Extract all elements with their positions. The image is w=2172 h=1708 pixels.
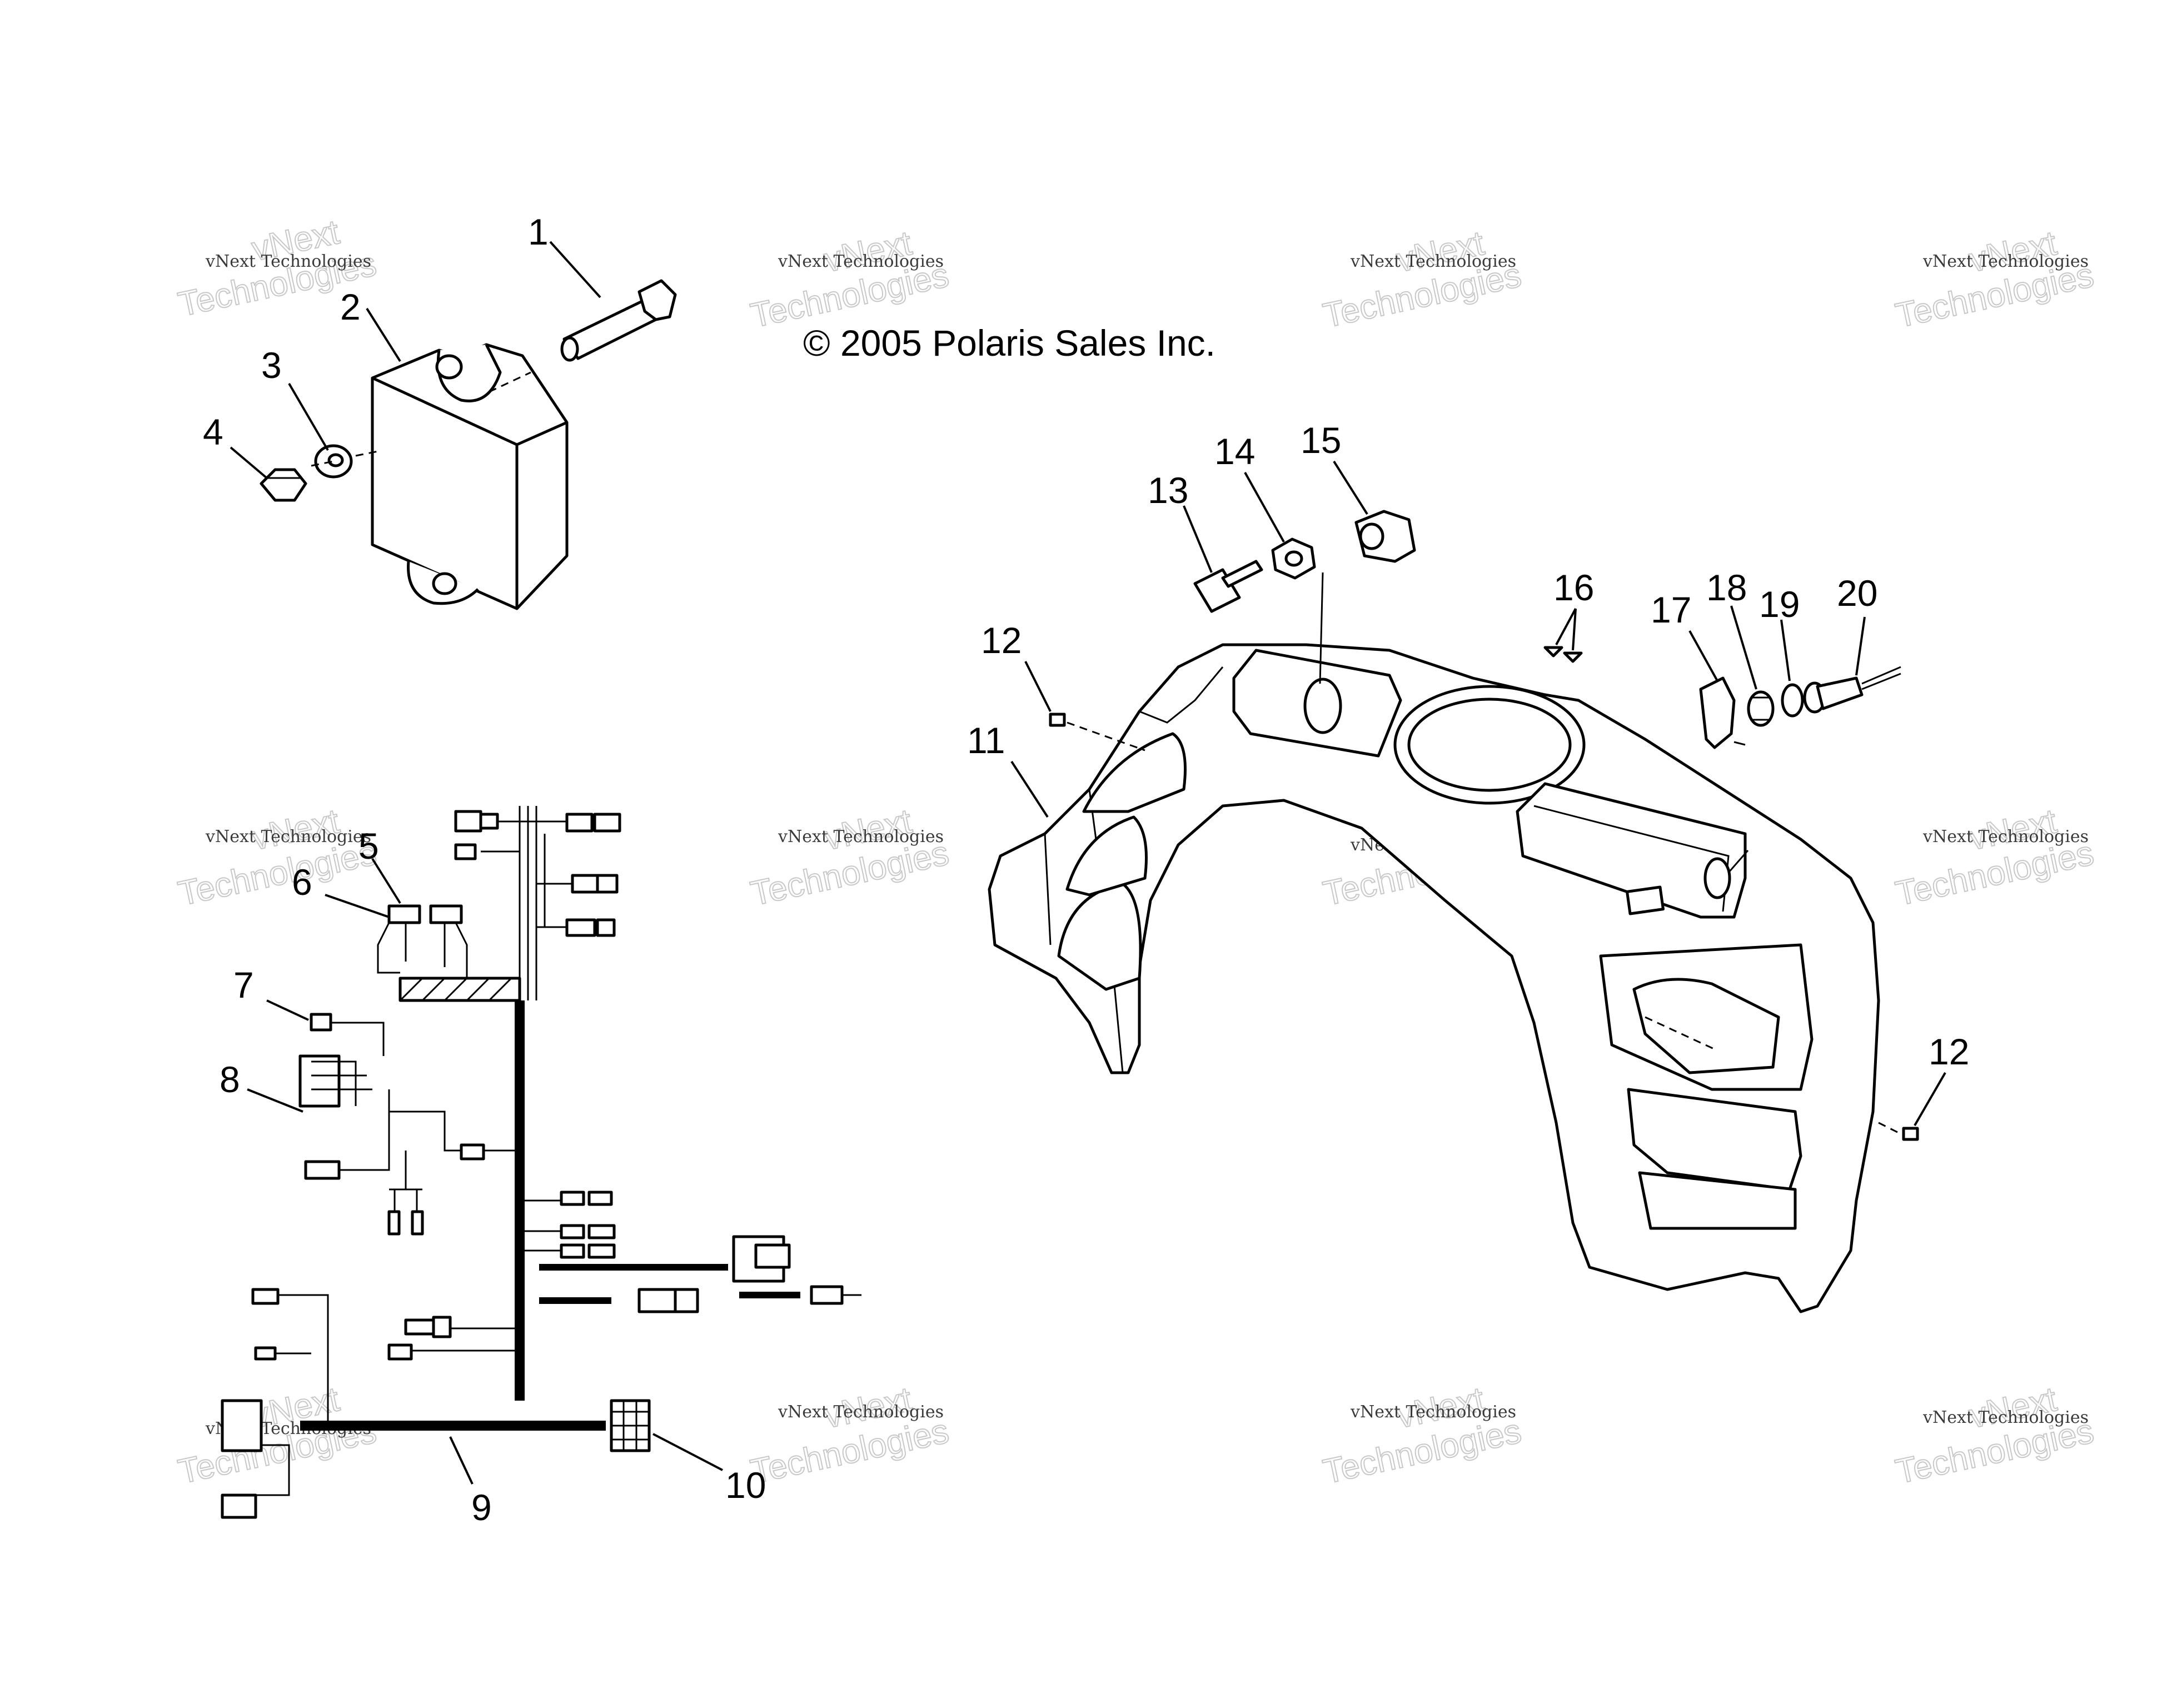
callout-18: 18 xyxy=(1706,567,1747,608)
watermark: vNext Technologies xyxy=(1892,223,2098,336)
watermark-text: vNext Technologies xyxy=(1922,1408,2089,1427)
callout-3: 3 xyxy=(261,345,282,386)
callout-9: 9 xyxy=(471,1487,492,1528)
copyright-text: © 2005 Polaris Sales Inc. xyxy=(803,322,1215,363)
ignition-switch-part xyxy=(1354,510,1416,563)
bolt-part xyxy=(560,279,677,362)
knob-nut-part xyxy=(1747,690,1775,727)
module-box-part xyxy=(371,343,569,610)
callout-7: 7 xyxy=(233,964,254,1005)
washer-part xyxy=(314,444,353,479)
upper-connectors xyxy=(454,810,621,937)
watermark-text: vNext Technologies xyxy=(1922,252,2089,271)
main-connector-10 xyxy=(610,1399,651,1452)
callout-4: 4 xyxy=(203,411,223,452)
callout-19: 19 xyxy=(1759,584,1800,625)
module-assembly xyxy=(260,279,677,610)
callout-13: 13 xyxy=(1148,470,1188,511)
callout-labels: 1 2 3 4 5 6 7 8 9 10 11 12 12 13 14 15 1… xyxy=(203,211,1969,1528)
watermark: vNext Technologies xyxy=(1892,801,2098,914)
watermark-text: vNext Technologies xyxy=(778,827,944,846)
watermark-text: vNext Technologies xyxy=(1350,1402,1516,1422)
watermark-text: vNext Technologies xyxy=(778,1402,944,1422)
watermark-text: vNext Technologies xyxy=(205,252,371,271)
callout-11: 11 xyxy=(967,720,1005,761)
callout-12-right: 12 xyxy=(1929,1031,1969,1072)
callout-1: 1 xyxy=(528,211,549,252)
knob-part xyxy=(1699,676,1736,749)
watermark: vNext Technologies xyxy=(747,223,953,336)
watermark-text: vNext Technologies xyxy=(205,827,371,846)
leader-lines xyxy=(230,241,1946,1485)
relay-cluster xyxy=(377,904,468,978)
watermark: vNext Technologies xyxy=(175,801,380,914)
callout-8: 8 xyxy=(220,1059,240,1100)
ignition-nut-part xyxy=(1271,537,1316,580)
watermark: vNext Technologies xyxy=(1319,223,1525,336)
callout-20: 20 xyxy=(1837,572,1877,614)
callout-12-top: 12 xyxy=(981,620,1022,661)
key-part xyxy=(1193,560,1263,613)
watermark: vNext Technologies xyxy=(1892,1380,2098,1492)
cable-switch-part xyxy=(1803,666,1901,714)
dash-panel-assembly xyxy=(988,510,1919,1313)
connector-7 xyxy=(310,1013,385,1056)
watermark: vNext Technologies xyxy=(747,801,953,914)
callout-10: 10 xyxy=(725,1465,766,1506)
lower-left-connectors xyxy=(221,1288,520,1519)
watermark-text: vNext Technologies xyxy=(1922,827,2089,846)
push-pin-part xyxy=(1543,646,1583,663)
callout-14: 14 xyxy=(1214,431,1255,472)
wire-harness xyxy=(221,806,861,1519)
callout-6: 6 xyxy=(292,862,312,903)
callout-17: 17 xyxy=(1651,589,1691,630)
watermark-text: vNext Technologies xyxy=(778,252,944,271)
callout-16: 16 xyxy=(1553,567,1594,608)
nut-part xyxy=(260,468,307,502)
watermark: vNext Technologies xyxy=(747,1380,953,1492)
watermark: vNext Technologies xyxy=(1319,1380,1525,1492)
knob-washer-part xyxy=(1781,683,1804,718)
callout-2: 2 xyxy=(340,286,361,327)
watermark-text: vNext Technologies xyxy=(1350,252,1516,271)
callout-5: 5 xyxy=(358,825,379,867)
right-connectors xyxy=(520,1191,861,1313)
connector-8-cluster xyxy=(298,1054,520,1236)
callout-15: 15 xyxy=(1301,420,1341,461)
